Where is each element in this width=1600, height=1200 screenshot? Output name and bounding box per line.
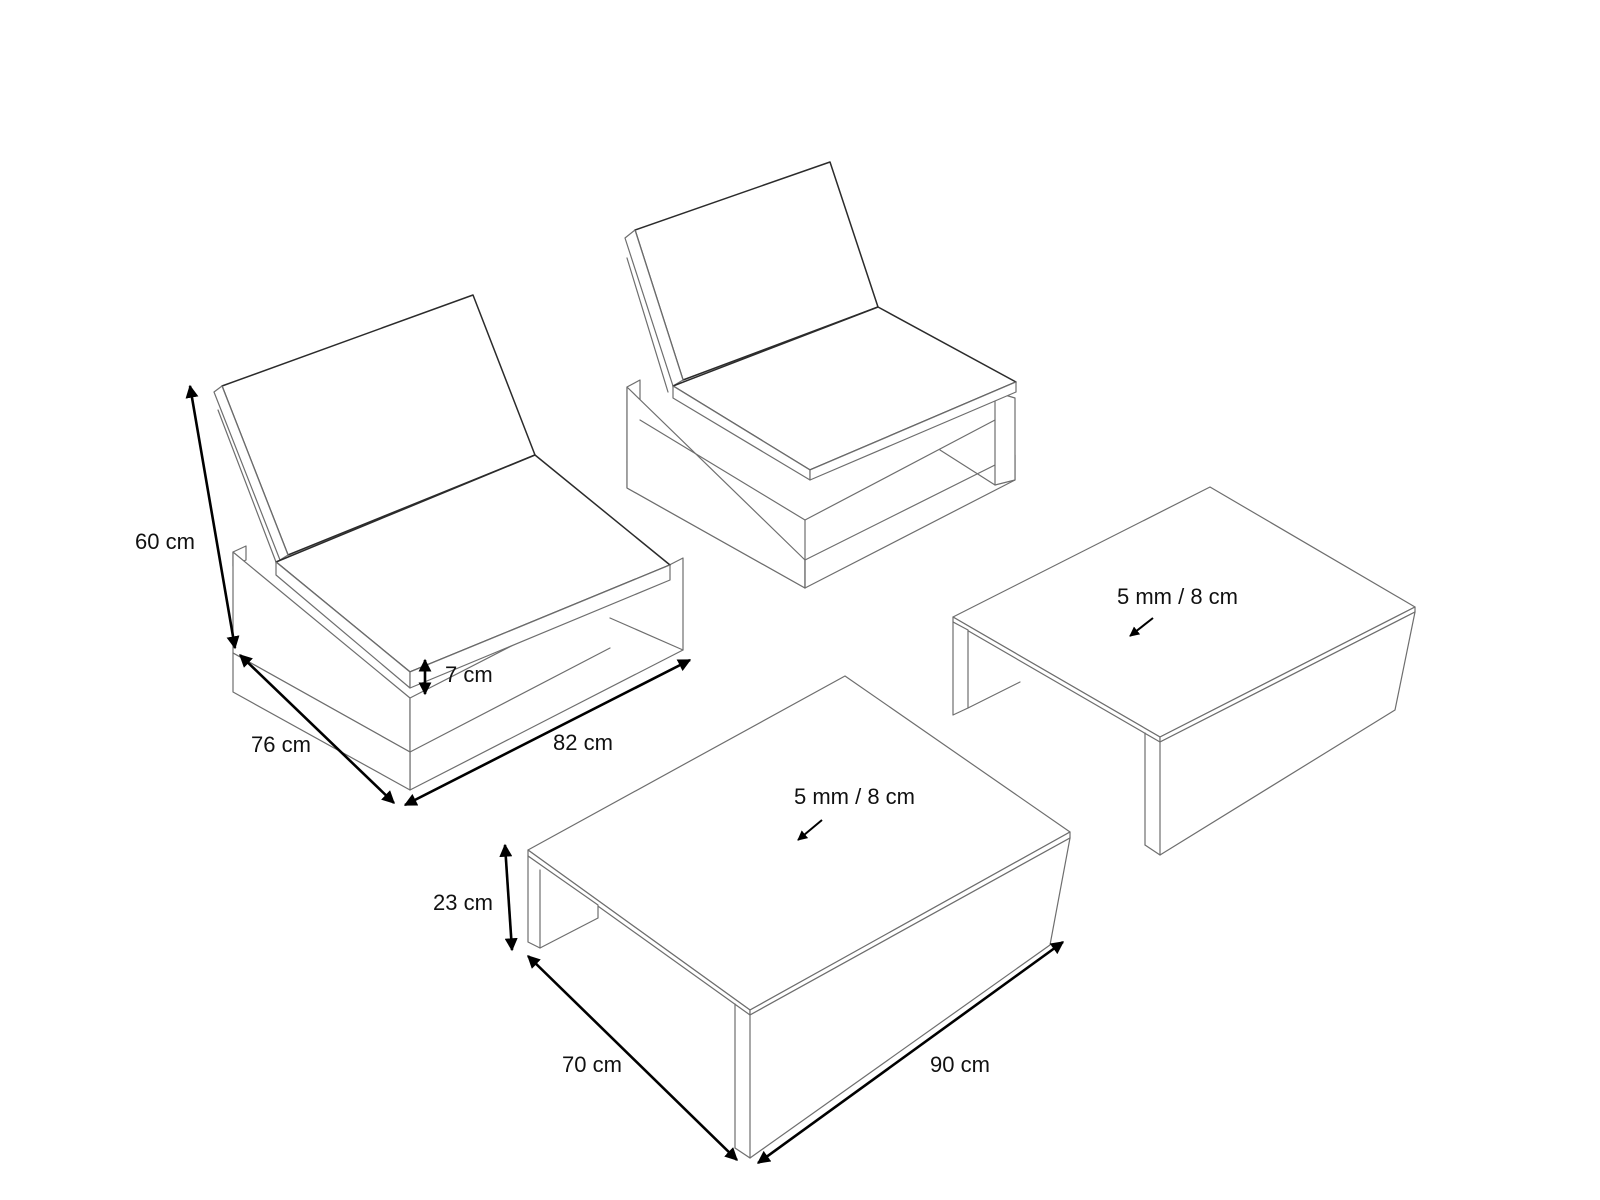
- glass-front-label: 5 mm / 8 cm: [794, 784, 915, 809]
- back-table-left-leg: [952, 621, 969, 716]
- back-table-leg-foot: [967, 681, 1021, 709]
- chair-depth-label: 76 cm: [251, 732, 311, 757]
- glass-front-pointer-arrow: [797, 819, 823, 841]
- cushion-thickness-label: 7 cm: [445, 662, 493, 687]
- table-depth-arrow: [527, 955, 738, 1161]
- glass-back-label: 5 mm / 8 cm: [1117, 584, 1238, 609]
- chair-width-arrow: [403, 658, 692, 807]
- front-table-left-leg: [527, 855, 599, 949]
- glass-back-pointer-arrow: [1129, 617, 1154, 637]
- back-chair-frame-inner: [939, 449, 996, 486]
- front-lounge-chair: [213, 294, 684, 791]
- chair-height-arrow: [185, 384, 240, 650]
- dimension-lines: [185, 384, 1154, 1165]
- back-chair-back-cushion-side: [624, 229, 684, 387]
- front-chair-frame-inner-back: [609, 617, 684, 651]
- back-lounge-chair: [624, 161, 1017, 589]
- chair-depth-arrow: [239, 654, 395, 804]
- front-table-panel-corner: [734, 1147, 751, 1159]
- back-chair-frame-top-line: [639, 419, 806, 521]
- back-chair-back-cushion-edge: [626, 257, 669, 393]
- back-coffee-table: [952, 486, 1416, 856]
- table-height-label: 23 cm: [433, 890, 493, 915]
- back-table-panel-corner: [1144, 844, 1161, 856]
- chair-width-label: 82 cm: [553, 730, 613, 755]
- table-width-label: 90 cm: [930, 1052, 990, 1077]
- back-chair-frame-bottom: [804, 454, 1016, 589]
- table-width-arrow: [756, 940, 1065, 1165]
- back-chair-frame-seat-edge: [804, 419, 996, 521]
- back-table-right-panel: [1159, 611, 1416, 856]
- dimension-labels: 60 cm 76 cm 82 cm 7 cm 23 cm 70 cm 90 cm…: [135, 529, 1238, 1077]
- back-chair-frame-right-panel: [994, 391, 1016, 486]
- table-height-arrow: [499, 843, 518, 952]
- table-depth-label: 70 cm: [562, 1052, 622, 1077]
- chair-height-label: 60 cm: [135, 529, 195, 554]
- back-chair-seat-cushion-side: [809, 381, 1017, 481]
